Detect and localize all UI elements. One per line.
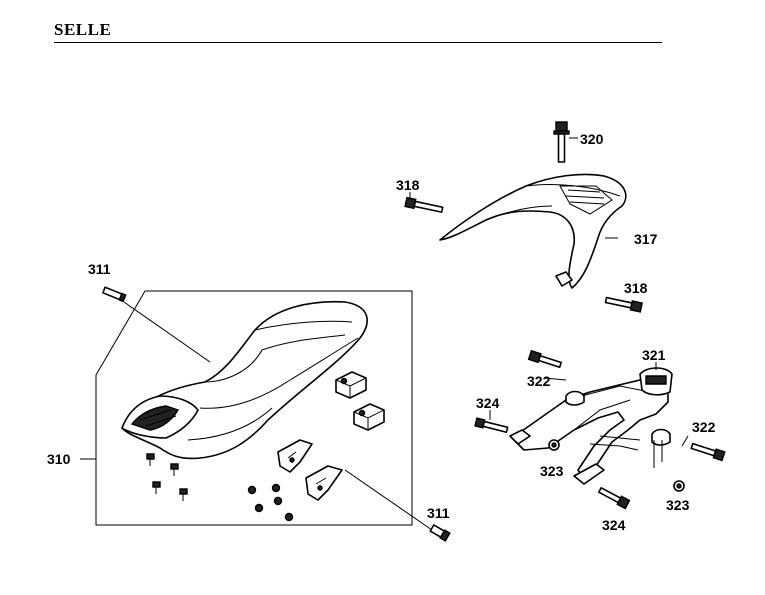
callout-324-left: 324 [476,395,500,411]
callout-317: 317 [634,231,658,247]
bolt-322-left [527,349,563,369]
bolt-318-right [604,296,643,313]
assembly-box [95,290,413,526]
callout-320: 320 [580,131,604,147]
bracket-1 [277,439,313,473]
callout-321: 321 [642,347,666,363]
callout-322-right: 322 [692,419,716,435]
callout-311-bottom: 311 [427,505,450,521]
grab-rail-part [439,173,627,289]
callout-318-top: 318 [396,177,420,193]
callout-324-bottom: 324 [602,517,626,533]
seat-part [121,300,368,460]
bolt-324-bottom [598,486,631,510]
bolt-324-left [474,417,509,433]
callout-322-left: 322 [527,373,551,389]
title-divider [54,42,662,43]
bolt-318-top [404,196,444,213]
callout-323-left: 323 [540,463,564,479]
leader-311-a [123,301,211,363]
pin-311-bottom [429,524,451,542]
bolt-320 [553,121,578,163]
seat-assembly-group [80,290,433,531]
nut-set [247,483,294,522]
callout-310: 310 [47,451,71,467]
callout-323-right: 323 [666,497,690,513]
bolt-322-right [690,442,726,462]
leader-311-b [344,469,433,531]
screw-set [146,453,188,501]
callout-311-top: 311 [88,261,111,277]
rear-bracket-part [509,367,673,485]
nut-323-left [548,439,560,451]
callout-318-right: 318 [624,280,648,296]
pin-311-top [102,286,127,303]
nut-323-right [673,480,685,492]
latch-block-2 [353,403,385,431]
latch-block-1 [335,371,367,399]
bracket-2 [305,465,343,501]
page-title: SELLE [54,20,112,39]
